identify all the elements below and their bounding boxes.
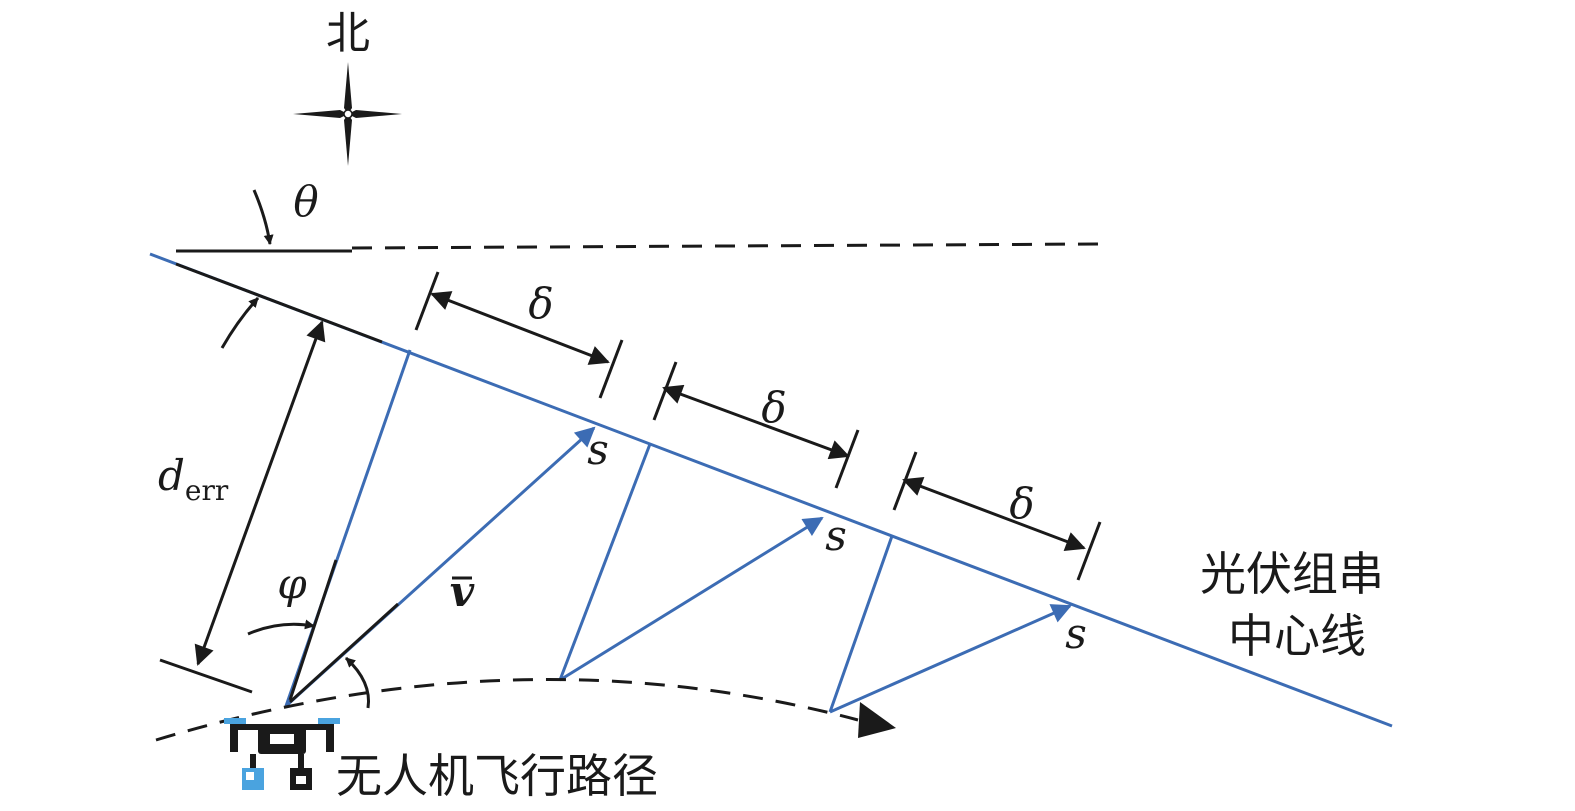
delta-tick-1a [414,271,440,331]
flight-path-arrowhead [858,702,896,738]
phi-angle-arrow [247,619,315,636]
pv-centerline-label-2: 中心线 [1228,609,1366,663]
north-compass-icon [293,62,402,166]
uav-path-label: 无人机飞行路径 [336,749,658,803]
v-label: v [450,567,475,616]
velocity-black-segment [288,602,400,704]
centerline-black-segment [175,262,383,344]
d-err-dimension-arrow [194,320,326,666]
heading-angle-arrow [344,656,371,709]
delta-tick-3b [1076,521,1102,581]
reference-line-dashed [351,242,1101,250]
s-label-2: s [825,511,847,560]
velocity-arrow-3 [829,604,1072,714]
theta-label: θ [293,177,318,226]
d-err-label: derr [158,451,229,507]
d-err-extension-line [159,658,253,694]
delta-tick-2b [834,429,860,489]
delta-dimension-arrow-2 [662,384,850,460]
uav-flight-path [155,678,859,742]
delta-tick-1b [598,339,624,399]
delta-dimension-arrow-1 [430,291,610,365]
drone-icon [224,718,340,790]
delta-label-3: δ [1009,479,1034,528]
s-label-3: s [1065,609,1087,658]
projection-line-3 [828,535,894,713]
delta-label-2: δ [761,383,786,432]
phi-label: φ [277,559,307,608]
delta-dimension-arrow-3 [902,477,1086,551]
pv-centerline-label-1: 光伏组串 [1200,547,1384,601]
phi-reference-segment [288,559,338,701]
north-label: 北 [326,8,370,59]
velocity-arrow-2 [559,516,824,682]
line-angle-arrow [220,296,260,349]
s-label-1: s [587,425,609,474]
projection-line-2 [558,443,652,681]
delta-label-1: δ [528,279,553,328]
theta-angle-arrow [252,189,274,245]
